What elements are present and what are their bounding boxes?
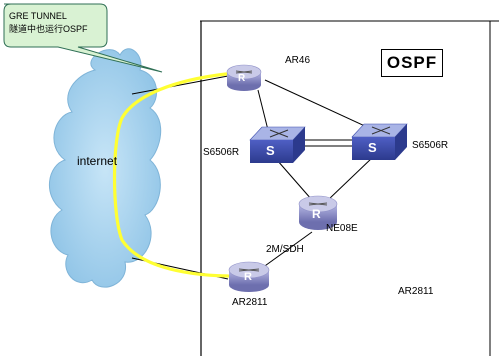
link-ne08e-ar2811 [261, 231, 313, 269]
internet-label: internet [77, 154, 118, 168]
switch-left-glyph: S [266, 143, 275, 158]
link-ar46-s6506r-right [264, 79, 381, 134]
label-ne08e: NE08E [326, 223, 358, 234]
link-s6506r-left-ne08e [276, 159, 313, 201]
link-ar46-s6506r-left [257, 89, 269, 131]
label-ar46: AR46 [285, 55, 311, 66]
link-cloud-ar46 [131, 75, 229, 95]
gre-tunnel [112, 72, 230, 278]
label-s6506r-left: S6506R [203, 147, 240, 158]
label-sdh-link: 2M/SDH [266, 244, 304, 255]
label-ar2811-left: AR2811 [232, 297, 268, 308]
router-ne08e-glyph: R [312, 207, 321, 221]
router-ar2811-glyph: R [244, 271, 252, 283]
ospf-domain-label: OSPF [381, 49, 443, 77]
switch-s6506r-right [351, 123, 408, 160]
callout-line1: GRE TUNNEL [9, 11, 67, 21]
link-s6506r-right-ne08e [327, 156, 374, 201]
router-ne08e [298, 195, 338, 230]
label-ar2811-right: AR2811 [398, 286, 434, 297]
callout-line2: 隧道中也运行OSPF [9, 24, 88, 34]
links [131, 75, 381, 280]
router-ar46 [226, 64, 262, 91]
label-s6506r-right: S6506R [412, 140, 449, 151]
switch-s6506r-left [249, 126, 306, 163]
router-ar46-glyph: R [238, 73, 246, 84]
router-ar2811 [228, 261, 270, 292]
internet-cloud [48, 48, 162, 288]
switch-right-glyph: S [368, 140, 377, 155]
callout-bubble [3, 3, 163, 73]
